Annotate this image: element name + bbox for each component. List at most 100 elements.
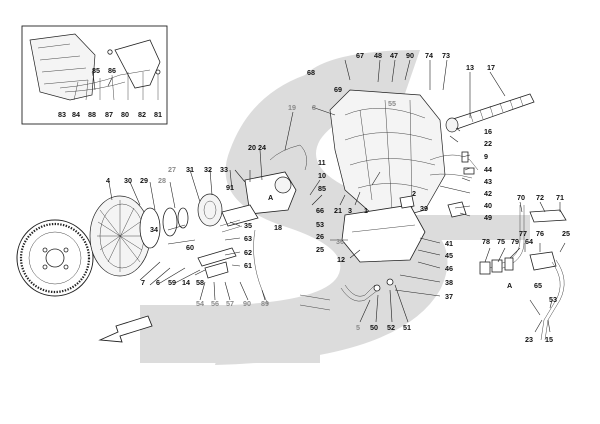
label-34: 34 [150,225,158,234]
label-90-bottom: 90 [243,299,251,308]
label-46: 46 [445,264,453,273]
label-68: 68 [307,68,315,77]
label-21: 21 [334,206,342,215]
label-32: 32 [204,165,212,174]
label-18: 18 [274,223,282,232]
label-43: 43 [484,177,492,186]
label-27: 27 [168,165,176,174]
label-6: 6 [156,278,160,287]
label-90: 90 [406,51,414,60]
label-58: 58 [196,278,204,287]
label-19: 19 [288,103,296,112]
label-78: 78 [482,237,490,246]
label-44: 44 [484,165,492,174]
label-17: 17 [487,63,495,72]
label-31: 31 [186,165,194,174]
label-14: 14 [182,278,190,287]
label-69: 69 [334,85,342,94]
label-48: 48 [374,51,382,60]
label-28: 28 [158,176,166,185]
label-35: 35 [244,221,252,230]
flywheel [16,219,94,297]
label-25-right: 25 [562,229,570,238]
label-15: 15 [545,335,553,344]
label-30: 30 [124,176,132,185]
label-85-main: 85 [318,184,326,193]
label-40: 40 [484,201,492,210]
label-71: 71 [556,193,564,202]
label-33: 33 [220,165,228,174]
label-76: 76 [536,229,544,238]
middle-labels: 11 10 85 66 21 3 1 53 26 25 24 20 91 33 … [106,143,453,301]
label-73: 73 [442,51,450,60]
label-62: 62 [244,248,252,257]
label-24: 24 [258,143,266,152]
label-91: 91 [226,183,234,192]
label-64: 64 [525,237,533,246]
label-52: 52 [387,323,395,332]
label-72: 72 [536,193,544,202]
label-50: 50 [370,323,378,332]
front-arrow [98,315,153,343]
label-7: 7 [141,278,145,287]
gearbox-housing [329,89,446,263]
input-shaft [445,93,535,133]
label-67: 67 [356,51,364,60]
label-25: 25 [316,245,324,254]
label-53: 53 [316,220,324,229]
label-38: 38 [445,278,453,287]
label-65: 65 [534,281,542,290]
label-12: 12 [337,255,345,264]
label-85: 85 [92,66,100,75]
label-arrow-a-right: A [507,281,512,290]
label-37: 37 [445,292,453,301]
label-arrow-a-left: A [268,193,273,202]
label-10: 10 [318,171,326,180]
label-60: 60 [186,243,194,252]
label-89: 89 [261,299,269,308]
inset-labels: 85 86 83 84 88 87 80 82 81 [58,66,162,119]
label-36: 36 [336,237,344,246]
label-66: 66 [316,206,324,215]
label-61: 61 [244,261,252,270]
label-77: 77 [519,229,527,238]
bottom-labels: 7 6 59 14 58 54 56 57 90 89 5 50 52 51 [141,278,411,332]
label-42: 42 [484,189,492,198]
label-74: 74 [425,51,433,60]
arrow-labels: A A [268,193,512,290]
label-3: 3 [348,206,352,215]
label-80: 80 [121,110,129,119]
label-8: 8 [312,103,316,112]
sensor-harness [399,151,479,218]
label-5: 5 [356,323,360,332]
label-45: 45 [445,251,453,260]
label-41: 41 [445,239,453,248]
far-right-labels: 70 72 71 77 76 78 75 79 64 25 65 53 23 1… [482,193,570,344]
label-70: 70 [517,193,525,202]
label-57: 57 [226,299,234,308]
label-11: 11 [318,158,326,167]
label-2: 2 [412,189,416,198]
label-63: 63 [244,234,252,243]
right-labels: 16 22 9 44 43 42 2 40 39 49 [412,127,492,222]
leader-lines [92,59,566,333]
label-56: 56 [211,299,219,308]
label-55: 55 [388,99,396,108]
label-9: 9 [484,152,488,161]
label-16: 16 [484,127,492,136]
label-79: 79 [511,237,519,246]
label-53-right: 53 [549,295,557,304]
label-29: 29 [140,176,148,185]
label-86: 86 [108,66,116,75]
lower-pipes [299,278,394,311]
inset-detail [21,25,168,125]
label-26: 26 [316,232,324,241]
label-47: 47 [390,51,398,60]
label-88: 88 [88,110,96,119]
label-82: 82 [138,110,146,119]
label-49: 49 [484,213,492,222]
label-1: 1 [364,206,368,215]
label-23: 23 [525,335,533,344]
